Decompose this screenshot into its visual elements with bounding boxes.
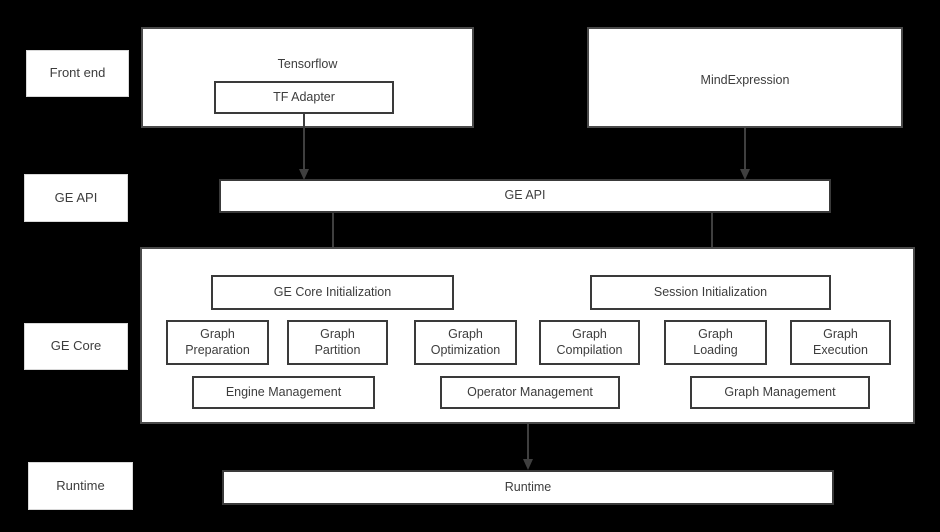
- module-graph-execution: Graph Execution: [790, 320, 891, 365]
- tensorflow-title: Tensorflow: [277, 57, 338, 71]
- layer-label-runtime: Runtime: [28, 462, 133, 510]
- module-graph-loading: Graph Loading: [664, 320, 767, 365]
- module-graph-preparation: Graph Preparation: [166, 320, 269, 365]
- tf-adapter-label: TF Adapter: [273, 89, 335, 104]
- runtime-bar-label: Runtime: [504, 479, 552, 494]
- layer-label-front-end: Front end: [26, 50, 129, 97]
- manager-engine-management: Engine Management: [192, 376, 375, 409]
- ge-core-initialization-box: GE Core Initialization: [211, 275, 454, 310]
- layer-label-text: GE Core: [50, 338, 102, 354]
- module-label: Graph Preparation: [185, 326, 250, 357]
- mindexpression-title: MindExpression: [700, 73, 790, 87]
- manager-label: Graph Management: [724, 384, 836, 399]
- module-label: Graph Execution: [813, 326, 868, 357]
- manager-graph-management: Graph Management: [690, 376, 870, 409]
- module-label: Graph Partition: [314, 326, 361, 357]
- layer-label-ge-api: GE API: [24, 174, 128, 222]
- tf-adapter-box: TF Adapter: [214, 81, 394, 114]
- mindexpression-group: MindExpression: [587, 27, 903, 128]
- runtime-bar: Runtime: [222, 470, 834, 505]
- manager-operator-management: Operator Management: [440, 376, 620, 409]
- session-initialization-box: Session Initialization: [590, 275, 831, 310]
- ge-api-bar: GE API: [219, 179, 831, 213]
- module-graph-partition: Graph Partition: [287, 320, 388, 365]
- ge-core-initialization-label: GE Core Initialization: [273, 284, 392, 299]
- layer-label-text: GE API: [54, 189, 98, 205]
- manager-label: Operator Management: [467, 384, 593, 399]
- ge-api-bar-label: GE API: [504, 188, 546, 203]
- module-label: Graph Optimization: [430, 326, 501, 357]
- module-label: Graph Loading: [693, 326, 738, 357]
- layer-label-ge-core: GE Core: [24, 323, 128, 370]
- module-graph-compilation: Graph Compilation: [539, 320, 640, 365]
- module-graph-optimization: Graph Optimization: [414, 320, 517, 365]
- session-initialization-label: Session Initialization: [653, 284, 768, 299]
- layer-label-text: Front end: [49, 65, 106, 81]
- manager-label: Engine Management: [225, 384, 342, 399]
- module-label: Graph Compilation: [556, 326, 623, 357]
- layer-label-text: Runtime: [56, 477, 105, 493]
